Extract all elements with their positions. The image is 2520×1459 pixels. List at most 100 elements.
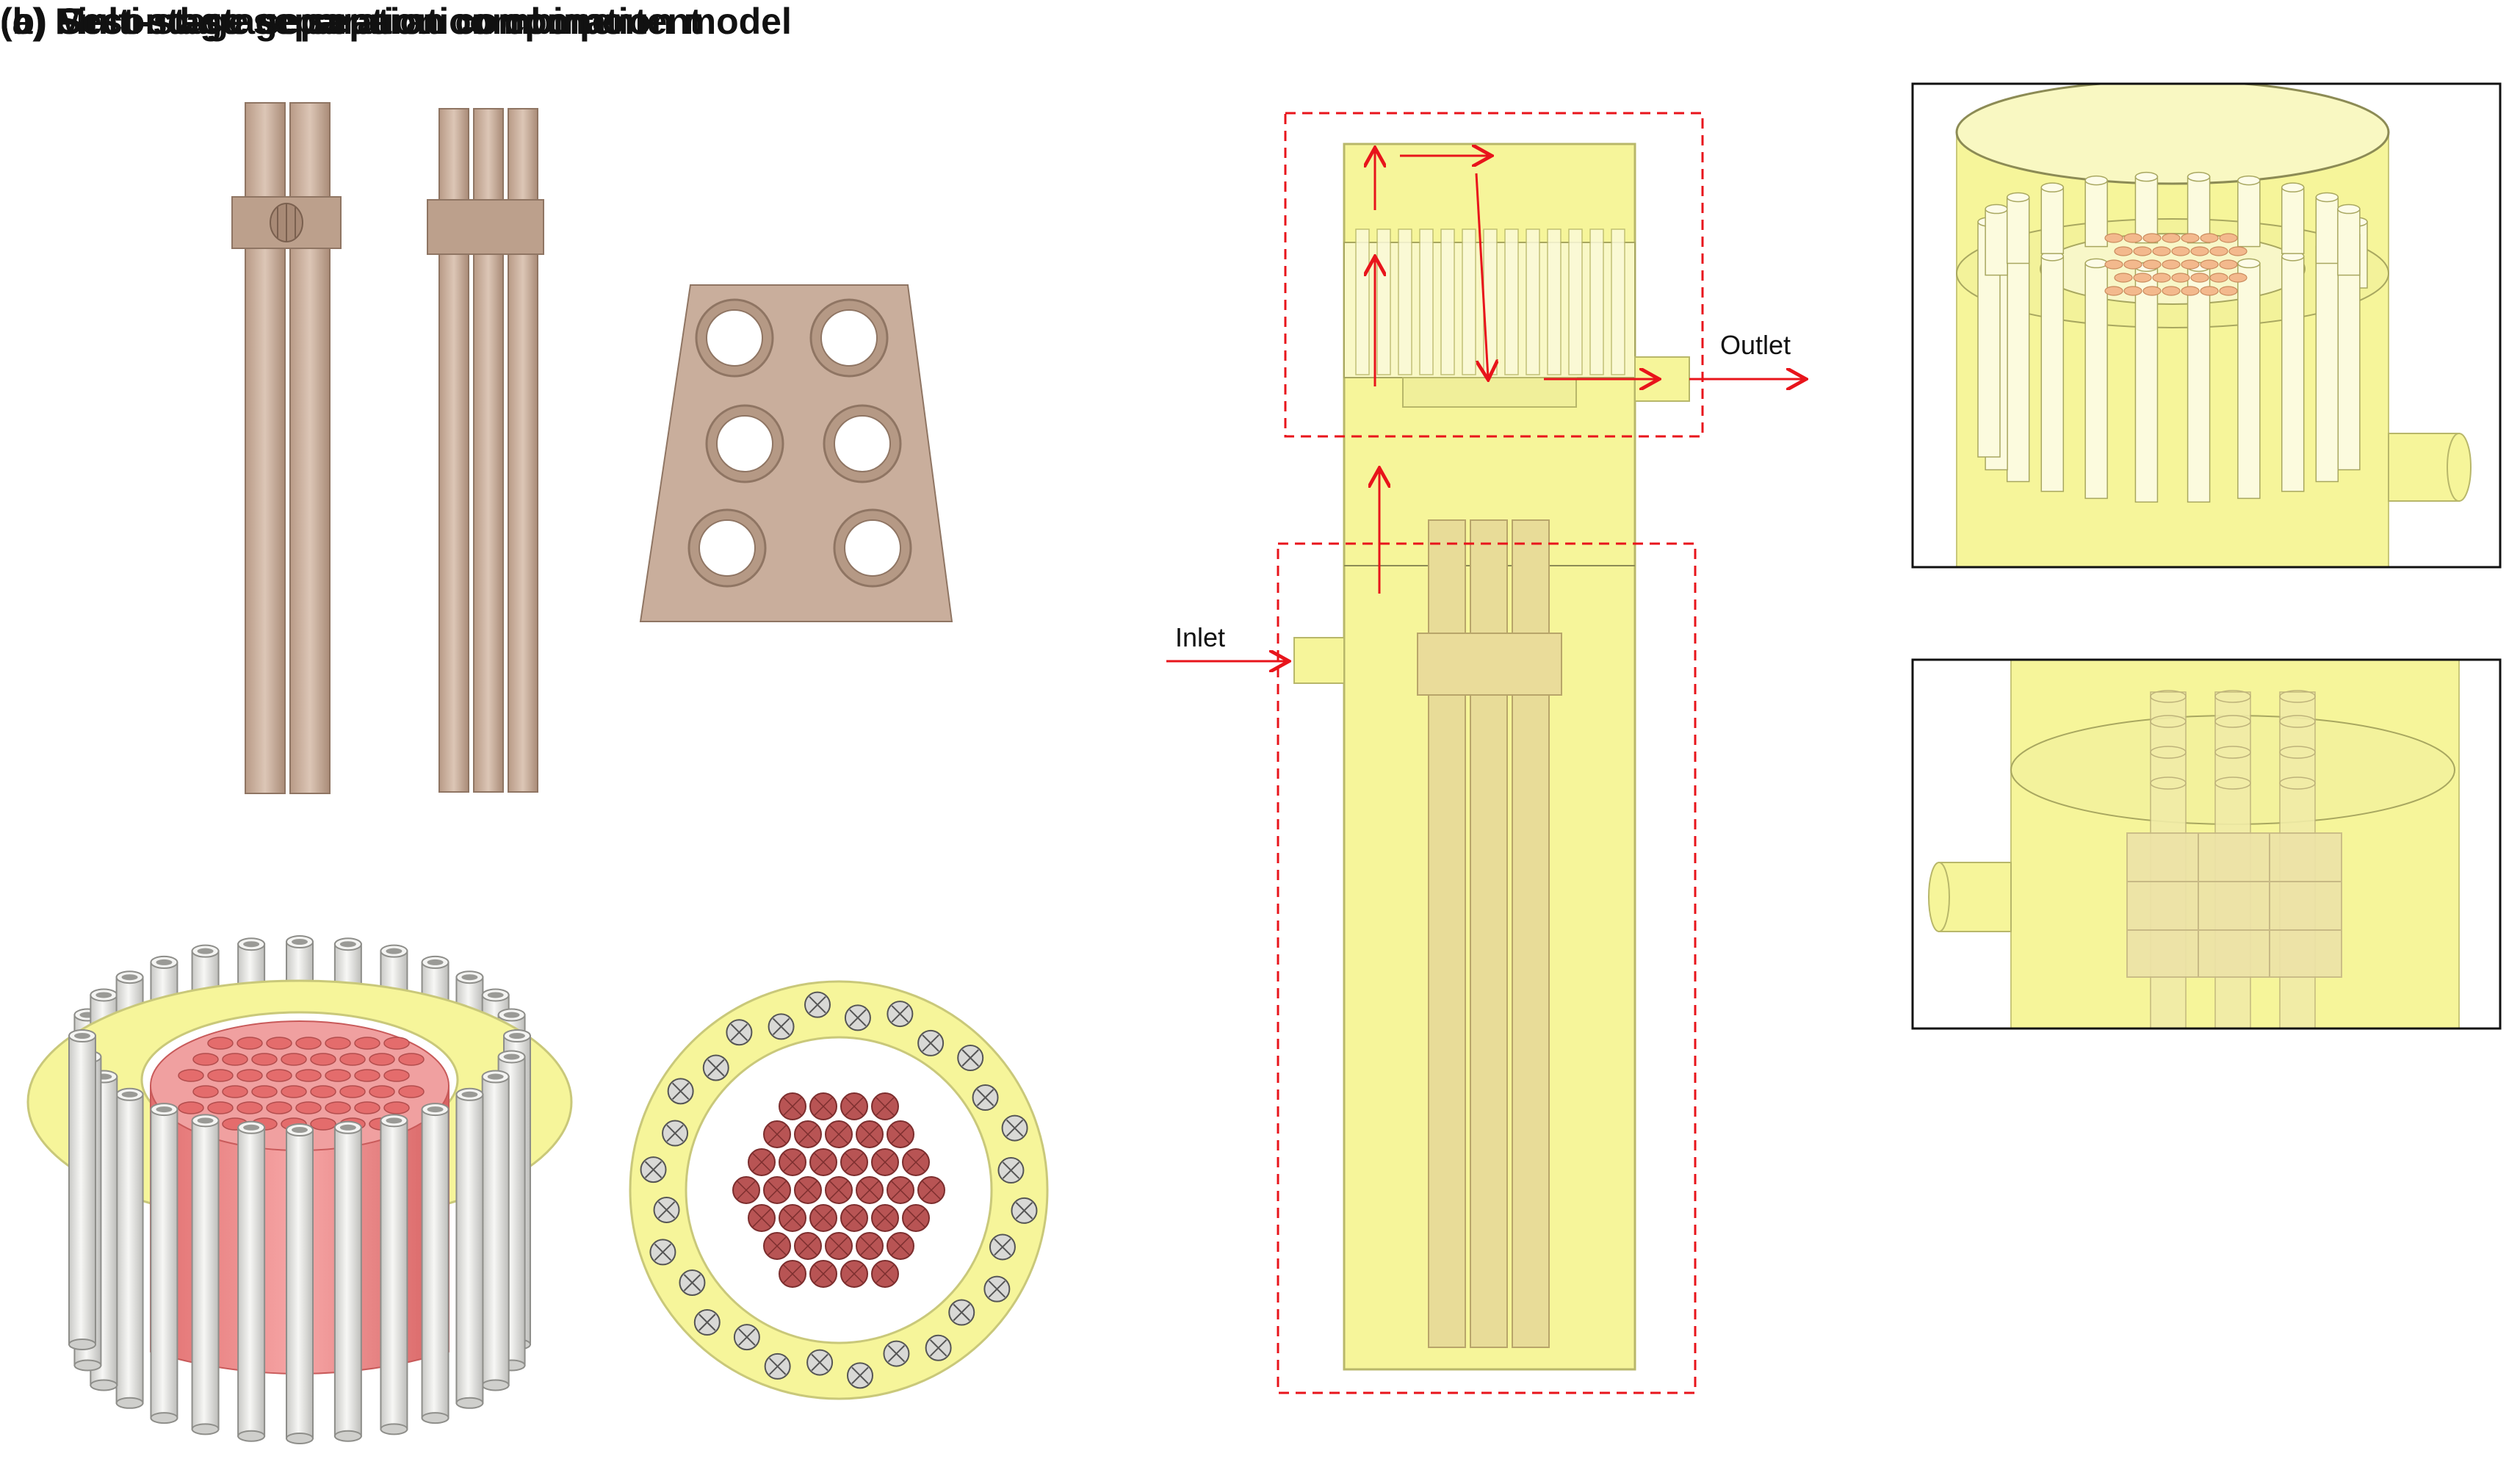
plate-hole-2 (809, 298, 889, 378)
outer-tube-top (983, 1275, 1011, 1303)
inner-tube-cap (354, 1037, 380, 1050)
outer-tube-top (764, 1352, 791, 1380)
inner-tube-top (856, 1176, 884, 1204)
multi-stage-vessel (1293, 143, 1690, 1371)
inner-tube-top (856, 1120, 884, 1148)
inner-tube-top (779, 1092, 806, 1120)
outer-tube-top (917, 1029, 945, 1056)
inner-tube-top (763, 1120, 791, 1148)
inner-tube-cap (207, 1037, 234, 1050)
inner-tube-cap (310, 1085, 336, 1098)
inner-tube-top (871, 1260, 899, 1288)
outer-tube-top (846, 1362, 873, 1389)
outer-tube-top (653, 1196, 680, 1223)
plate-hole-3 (705, 404, 784, 483)
inner-tube-top (809, 1148, 837, 1176)
outer-tube-top (768, 1013, 795, 1040)
panel-c-title: (c) Multi-stage separation combination m… (0, 1, 792, 42)
outer-tube (115, 1087, 144, 1409)
outlet-label: Outlet (1720, 330, 1791, 360)
first-stage-plate (639, 284, 953, 622)
inner-tube-cap (192, 1085, 219, 1098)
first-stage-dashed-box (1277, 542, 1697, 1394)
inner-tube-cap (398, 1053, 425, 1066)
inner-tube-cap (383, 1101, 410, 1114)
outer-tube-top (887, 1001, 914, 1028)
outer-tube (237, 1120, 266, 1442)
outer-tube-top (693, 1308, 721, 1336)
second-stage-isometric (26, 935, 573, 1444)
inner-tube-cap (310, 1053, 336, 1066)
inner-tube-cap (251, 1085, 278, 1098)
outer-tube-top (883, 1340, 910, 1367)
inner-tube-top (840, 1260, 868, 1288)
inner-tube-top (840, 1092, 868, 1120)
inner-tube-cap (354, 1069, 380, 1082)
inner-tube-top (840, 1204, 868, 1232)
inner-tube-cap (325, 1037, 351, 1050)
outer-tube-top (1001, 1114, 1028, 1142)
inner-tube-cap (222, 1053, 248, 1066)
inner-tube-cap (398, 1085, 425, 1098)
inner-tube-cap (251, 1053, 278, 1066)
outer-tube-top (957, 1045, 984, 1072)
inner-tube-top (809, 1260, 837, 1288)
outer-tube (421, 1103, 450, 1424)
inner-tube-cap (192, 1053, 219, 1066)
outer-tube (150, 1103, 178, 1424)
inner-tube-cap (178, 1069, 204, 1082)
panel-b-title: (b) Second-stage separation component (0, 1, 702, 42)
panel-a-title: (a) First-stage separation component (0, 1, 647, 42)
outer-tube (68, 1029, 96, 1350)
inner-tube-cap (222, 1085, 248, 1098)
outer-tube-top (679, 1269, 706, 1296)
inner-tube-cap (339, 1085, 366, 1098)
inner-tube-cap (369, 1085, 395, 1098)
inner-tube-top (887, 1120, 914, 1148)
zoom-inset-first-stage (1911, 658, 2502, 1030)
plate-hole-4 (823, 404, 902, 483)
inner-tube-top (825, 1176, 853, 1204)
second-stage-top-view (629, 980, 1049, 1400)
outer-tube-top (844, 1004, 871, 1031)
inner-tube-cap (237, 1037, 263, 1050)
inner-tube-top (887, 1232, 914, 1260)
outer-tube (333, 1120, 362, 1442)
inner-tube-cap (383, 1069, 410, 1082)
inner-tube-top (825, 1232, 853, 1260)
inner-tube-top (917, 1176, 945, 1204)
plate-hole-1 (695, 298, 774, 378)
inner-tube-top (871, 1204, 899, 1232)
inner-tube-cap (295, 1069, 322, 1082)
outer-tube-top (997, 1157, 1025, 1184)
outer-tube (286, 1123, 314, 1444)
inner-tube-top (794, 1232, 822, 1260)
inner-tube-cap (325, 1069, 351, 1082)
inner-tube-top (809, 1204, 837, 1232)
inner-tube-top (763, 1176, 791, 1204)
inner-tube-top (887, 1176, 914, 1204)
inner-tube-cap (266, 1069, 292, 1082)
inner-tube-cap (339, 1053, 366, 1066)
outer-tube-top (806, 1349, 834, 1376)
outer-tube-top (733, 1324, 760, 1351)
outer-tube-top (989, 1233, 1016, 1261)
outer-tube-top (972, 1084, 999, 1112)
inner-tube-cap (310, 1117, 336, 1131)
inner-tube-cap (325, 1101, 351, 1114)
inner-tube-cap (295, 1037, 322, 1050)
plate-hole-6 (833, 508, 912, 588)
inner-tube-top (732, 1176, 760, 1204)
plate-hole-5 (687, 508, 767, 588)
outer-tube-top (804, 991, 831, 1018)
zoom-inset-second-stage (1911, 82, 2502, 569)
inner-tube-cap (178, 1101, 204, 1114)
inner-tube-top (748, 1148, 776, 1176)
inner-tube-cap (237, 1101, 263, 1114)
outer-tube (481, 1070, 510, 1391)
inlet-label: Inlet (1175, 622, 1225, 652)
inner-tube-top (779, 1204, 806, 1232)
outer-tube-top (1011, 1197, 1038, 1224)
outer-tube-top (649, 1239, 676, 1266)
